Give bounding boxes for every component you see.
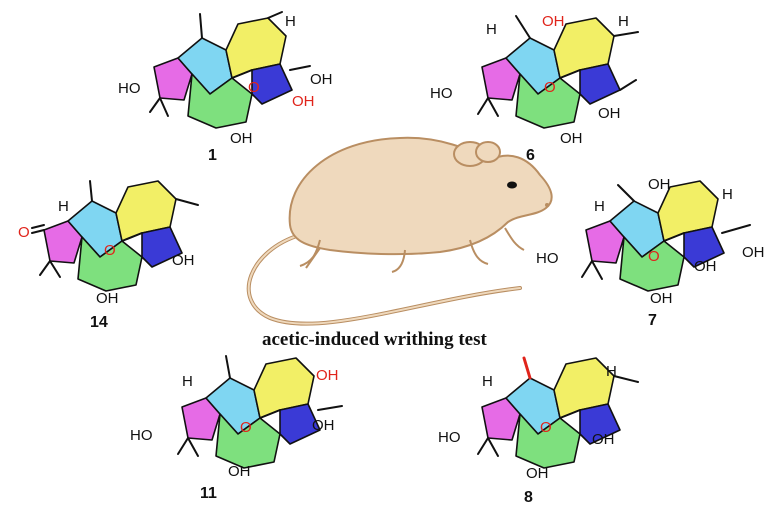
- ring-oxygen: O: [544, 79, 556, 96]
- caption: acetic-induced writhing test: [262, 329, 487, 350]
- label-h-right: H: [618, 13, 629, 30]
- label-h: H: [482, 373, 493, 390]
- label-ho: HO: [118, 80, 141, 97]
- label-oh: OH: [598, 105, 621, 122]
- mouse-body: [288, 136, 553, 256]
- compound-number: 11: [200, 485, 217, 502]
- label-oh-red: OH: [292, 93, 315, 110]
- compound-number: 7: [648, 312, 657, 329]
- label-ho: HO: [536, 250, 559, 267]
- methyl-bond: [721, 224, 751, 234]
- label-oh-top: OH: [648, 176, 671, 193]
- label-oh: OH: [592, 431, 615, 448]
- label-oh: OH: [96, 290, 119, 307]
- methyl-bond: [199, 13, 203, 39]
- label-oh-red: OH: [316, 367, 339, 384]
- label-oh: OH: [172, 252, 195, 269]
- label-h: H: [486, 21, 497, 38]
- carbonyl-bond: [31, 224, 45, 229]
- mouse-ear: [475, 141, 501, 163]
- mouse-front-leg: [469, 239, 489, 265]
- compound-number: 6: [526, 147, 535, 164]
- methyl-bond: [149, 97, 161, 113]
- methyl-bond: [177, 437, 189, 455]
- ring-oxygen: O: [104, 242, 116, 259]
- label-ho: HO: [430, 85, 453, 102]
- label-h: H: [182, 373, 193, 390]
- label-oh: OH: [228, 463, 251, 480]
- label-ho: HO: [130, 427, 153, 444]
- ring-oxygen: O: [540, 419, 552, 436]
- ring-oxygen: O: [248, 79, 260, 96]
- methyl-bond: [317, 405, 343, 411]
- methyl-bond: [591, 260, 603, 280]
- compound-14: H O OH OH O 14: [18, 180, 199, 331]
- methyl-bond: [187, 437, 199, 457]
- label-oh: OH: [312, 417, 335, 434]
- ring-oxygen: O: [240, 419, 252, 436]
- methyl-bond: [487, 97, 499, 117]
- label-oh: OH: [526, 465, 549, 482]
- methyl-bond: [515, 15, 531, 39]
- label-oh: OH: [694, 258, 717, 275]
- methyl-bond-red: [522, 356, 532, 380]
- methyl-bond: [49, 260, 61, 278]
- methyl-bond: [289, 65, 311, 71]
- label-oh-top: OH: [542, 13, 565, 30]
- mouse-front-leg: [391, 249, 406, 273]
- carbonyl-bond: [31, 229, 45, 234]
- methyl-bond: [39, 260, 51, 276]
- methyl-bond: [477, 97, 489, 115]
- methyl-bond: [613, 375, 639, 383]
- mouse-hind-leg: [299, 239, 321, 269]
- compound-7: H OH H HO OH OH OH O 7: [536, 176, 765, 329]
- exo-methylene: [613, 31, 639, 37]
- methyl-bond: [89, 180, 93, 202]
- methyl-bond: [617, 184, 635, 202]
- compound-11: H OH HO OH OH O 11: [130, 355, 343, 502]
- label-h: H: [58, 198, 69, 215]
- compound-number: 1: [208, 147, 217, 164]
- mouse-front-leg: [504, 227, 525, 251]
- mouse-nose: [545, 203, 549, 207]
- compound-number: 14: [90, 314, 108, 331]
- mouse-illustration: [246, 136, 553, 326]
- methyl-bond: [477, 437, 489, 455]
- label-oh: OH: [560, 130, 583, 147]
- compound-1: HO OH OH OH O H 1: [118, 11, 333, 164]
- label-oh: OH: [742, 244, 765, 261]
- label-oh: OH: [310, 71, 333, 88]
- label-oh: OH: [650, 290, 673, 307]
- methyl-bond: [225, 355, 231, 379]
- label-h: H: [594, 198, 605, 215]
- h-bond: [267, 11, 283, 19]
- methyl-bond: [159, 97, 169, 117]
- ring-oxygen: O: [648, 248, 660, 265]
- exo-methylene: [619, 79, 637, 91]
- label-ho: HO: [438, 429, 461, 446]
- mouse-eye: [507, 181, 517, 189]
- compound-8: H H HO OH OH O 8: [438, 356, 639, 506]
- methyl-bond: [175, 198, 199, 206]
- methyl-bond: [581, 260, 593, 278]
- compound-number: 8: [524, 489, 533, 506]
- label-h: H: [285, 13, 296, 30]
- ketone-oxygen: O: [18, 224, 30, 241]
- compound-6: H OH H HO OH OH O 6: [430, 13, 639, 164]
- label-h-right: H: [606, 363, 617, 380]
- label-h-right: H: [722, 186, 733, 203]
- methyl-bond: [487, 437, 499, 457]
- label-oh: OH: [230, 130, 253, 147]
